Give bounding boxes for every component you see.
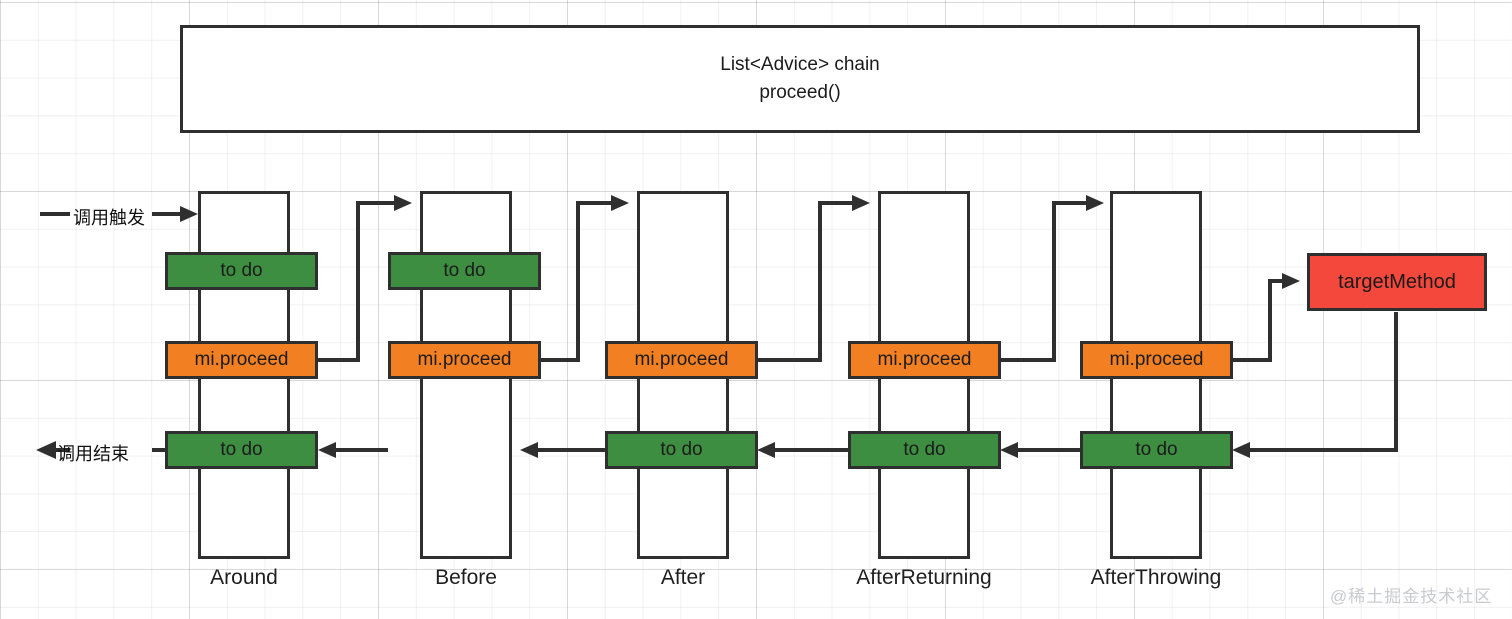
afterreturning-bottom-todo[interactable]: to do bbox=[848, 431, 1001, 469]
caption-before: Before bbox=[435, 566, 497, 589]
around-top-todo[interactable]: to do bbox=[165, 252, 318, 290]
caption-afterreturning: AfterReturning bbox=[856, 566, 992, 589]
afterthrowing-bottom-todo[interactable]: to do bbox=[1080, 431, 1233, 469]
chain-box-line1: List<Advice> chain bbox=[720, 54, 880, 75]
advice-chain-box: List<Advice> chain proceed() bbox=[180, 25, 1420, 133]
caption-afterthrowing: AfterThrowing bbox=[1090, 566, 1222, 589]
caption-around: Around bbox=[210, 566, 278, 589]
watermark: @稀土掘金技术社区 bbox=[1330, 587, 1493, 606]
after-bottom-todo[interactable]: to do bbox=[605, 431, 758, 469]
around-proceed[interactable]: mi.proceed bbox=[165, 341, 318, 379]
around-bottom-todo[interactable]: to do bbox=[165, 431, 318, 469]
exit-label: 调用结束 bbox=[57, 444, 129, 464]
caption-after: After bbox=[660, 566, 706, 589]
target-method-box[interactable]: targetMethod bbox=[1307, 253, 1487, 311]
afterthrowing-proceed[interactable]: mi.proceed bbox=[1080, 341, 1233, 379]
afterreturning-proceed[interactable]: mi.proceed bbox=[848, 341, 1001, 379]
before-top-todo[interactable]: to do bbox=[388, 252, 541, 290]
before-proceed[interactable]: mi.proceed bbox=[388, 341, 541, 379]
entry-label: 调用触发 bbox=[73, 208, 145, 228]
chain-box-line2: proceed() bbox=[759, 82, 841, 103]
after-proceed[interactable]: mi.proceed bbox=[605, 341, 758, 379]
